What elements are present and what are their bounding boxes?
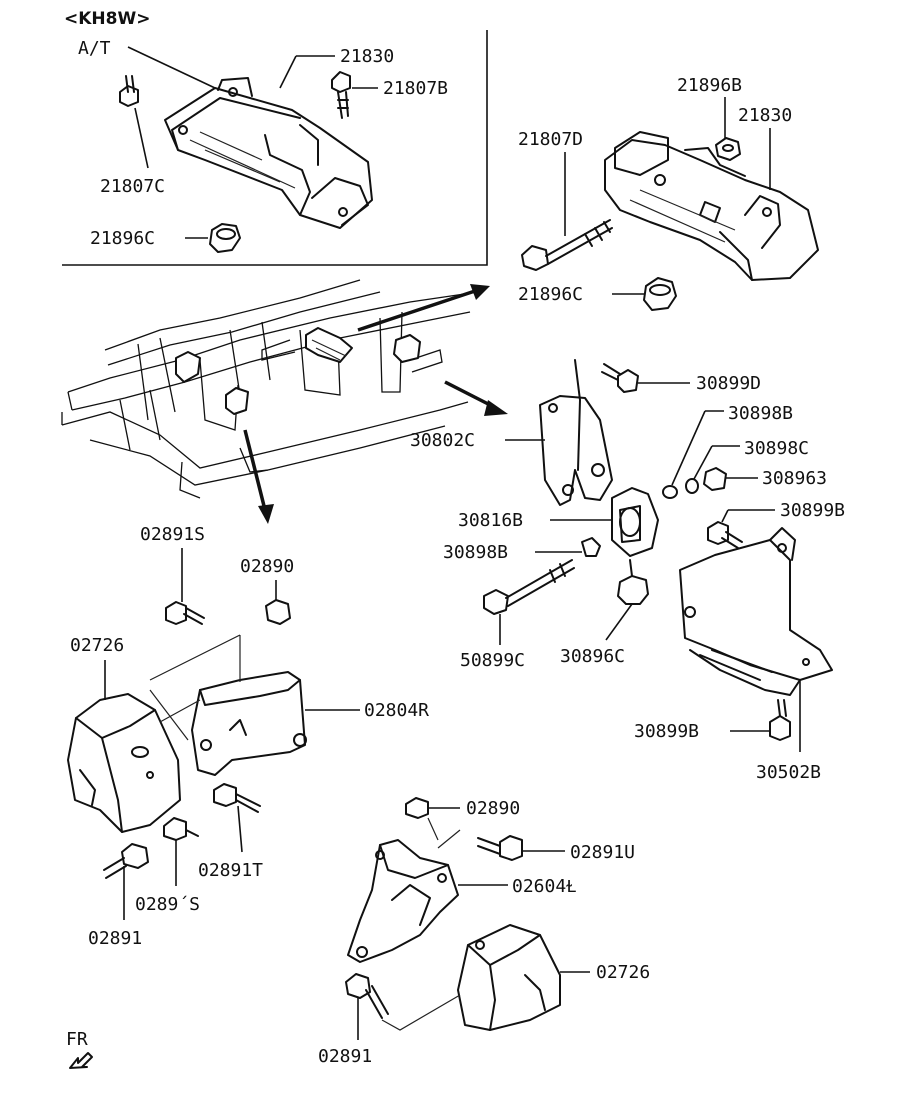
bolt-02891-b xyxy=(345,973,389,1019)
bracket-02804r xyxy=(191,671,307,776)
label-02891-b: 02891 xyxy=(318,1046,372,1067)
arrow-to-transmission xyxy=(357,288,479,332)
inset-frame xyxy=(62,30,488,266)
label-02890-a: 02890 xyxy=(240,556,294,577)
transmission-mount xyxy=(604,131,819,281)
label-30896c: 30896C xyxy=(560,646,625,667)
nut-21896b xyxy=(715,137,741,161)
insulator-30816b xyxy=(611,487,659,557)
insulator-02726-a xyxy=(67,693,181,833)
nut-308963 xyxy=(703,467,727,491)
label-30816b: 30816B xyxy=(458,510,523,531)
nut-21896c-inset xyxy=(209,223,241,253)
nut-02890-a xyxy=(265,599,291,625)
label-02891-a: 02891 xyxy=(88,928,142,949)
washer-30898b-a xyxy=(662,485,678,499)
bolt-21807c xyxy=(119,75,139,107)
label-02891s-b: 0289´S xyxy=(135,894,200,915)
arrow-to-engine-mount xyxy=(243,429,267,511)
transmission-mount-inset xyxy=(164,77,373,229)
chassis-frame xyxy=(61,279,479,499)
leader-at xyxy=(127,46,216,89)
bolt-02891u xyxy=(477,835,523,861)
label-21830: 21830 xyxy=(738,105,792,126)
bolt-30899b-b xyxy=(769,699,791,741)
label-21807b: 21807B xyxy=(383,78,448,99)
inset-kh8w: <KH8W> A/T xyxy=(62,9,488,266)
label-21830-inset: 21830 xyxy=(340,46,394,67)
leader-30898b-a xyxy=(671,410,706,486)
label-30899d: 30899D xyxy=(696,373,761,394)
leader-21807c xyxy=(134,107,149,169)
label-30899b-a: 30899B xyxy=(780,500,845,521)
label-02726-b: 02726 xyxy=(596,962,650,983)
washer-30898b-b xyxy=(581,537,601,557)
variant-label: <KH8W> xyxy=(64,9,150,29)
crossmember-30802b xyxy=(679,527,833,696)
bolt-21807d xyxy=(521,219,613,271)
label-02891t: 02891T xyxy=(198,860,263,881)
bolt-30899d xyxy=(601,363,639,393)
front-indicator: FR xyxy=(66,1029,93,1069)
label-30898c: 30898C xyxy=(744,438,809,459)
bolt-02891-a xyxy=(103,843,149,879)
label-50899c: 50899C xyxy=(460,650,525,671)
bracket-02804l xyxy=(347,839,459,963)
label-30898b-a: 30898B xyxy=(728,403,793,424)
label-02804r: 02804R xyxy=(364,700,429,721)
leader-30896c xyxy=(605,603,633,641)
bolt-50899c xyxy=(483,559,575,615)
pointer-arrows xyxy=(243,284,508,524)
washer-30898c xyxy=(685,478,699,494)
nut-21896c xyxy=(643,277,677,311)
bolt-02891t xyxy=(213,783,261,813)
transmission-label: A/T xyxy=(78,38,111,59)
label-30899b-b: 30899B xyxy=(634,721,699,742)
label-30802c: 30802C xyxy=(410,430,475,451)
label-21896c-inset: 21896C xyxy=(90,228,155,249)
insulator-02726-b xyxy=(457,924,561,1031)
nut-02890-b xyxy=(405,797,429,819)
front-label: FR xyxy=(66,1029,88,1050)
engine-mount-left: 02890 02891U 02604Ɫ 02726 02891 xyxy=(318,797,650,1067)
transmission-mount-group: 21896B 21830 21807D 21896C xyxy=(518,75,819,311)
bolt-02891s-b xyxy=(163,817,199,841)
leader-30898c xyxy=(693,445,713,480)
label-30802b: 30502B xyxy=(756,762,821,783)
label-308963: 308963 xyxy=(762,468,827,489)
engine-mount-right: 02891S 02890 02726 02804R 02891T 0289´S … xyxy=(67,524,429,949)
label-21896c: 21896C xyxy=(518,284,583,305)
label-02804l: 02604Ɫ xyxy=(512,876,577,897)
rear-mount-assembly: 30899D 30898B 30898C 308963 30802C 30816… xyxy=(410,359,845,783)
bracket-30802c xyxy=(539,359,613,506)
label-02891s-a: 02891S xyxy=(140,524,205,545)
label-02891u: 02891U xyxy=(570,842,635,863)
label-30898b-b: 30898B xyxy=(443,542,508,563)
bolt-21807b xyxy=(331,71,351,119)
leader-21830-inset xyxy=(279,55,297,89)
label-21896b: 21896B xyxy=(677,75,742,96)
label-21807d: 21807D xyxy=(518,129,583,150)
bolt-02891s-a xyxy=(165,601,205,625)
leader-02891t xyxy=(237,805,243,853)
nut-30896c xyxy=(617,559,649,605)
bolt-30899b-a xyxy=(707,521,743,549)
label-21807c: 21807C xyxy=(100,176,165,197)
label-02890-b: 02890 xyxy=(466,798,520,819)
front-arrow-icon xyxy=(69,1052,93,1069)
label-02726-a: 02726 xyxy=(70,635,124,656)
